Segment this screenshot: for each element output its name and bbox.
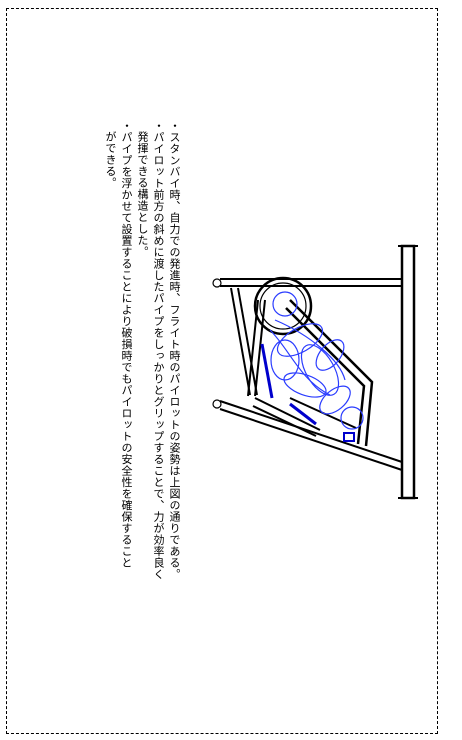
- bullet: ・: [120, 120, 133, 132]
- lower-strut: [212, 399, 403, 471]
- head-ring: [253, 276, 313, 336]
- bullet: ・: [168, 120, 181, 132]
- pilot-sketch: [269, 291, 364, 430]
- paragraph-3-continued: ができる。: [104, 131, 117, 189]
- page-border: [6, 8, 438, 734]
- main-beam: [398, 244, 418, 500]
- paragraph-1: ・スタンバイ時、自力での発進時、フライト時のパイロットの姿勢は上図の通りである。: [168, 120, 181, 580]
- upper-strut: [212, 278, 402, 288]
- seat-frame: [230, 287, 374, 447]
- description-text: ・スタンバイ時、自力での発進時、フライト時のパイロットの姿勢は上図の通りである。…: [72, 120, 182, 640]
- paragraph-2: ・パイロット前方の斜めに渡したパイプをしっかりとグリップすることで、力が効率良く: [152, 120, 165, 580]
- paragraph-2-continued: 発揮できる構造とした。: [136, 131, 149, 258]
- paragraph-3: ・パイプを浮かせて設置することにより破損時でもパイロットの安全性を確保すること: [120, 120, 133, 569]
- bullet: ・: [152, 120, 165, 132]
- handle-grip: [260, 343, 355, 442]
